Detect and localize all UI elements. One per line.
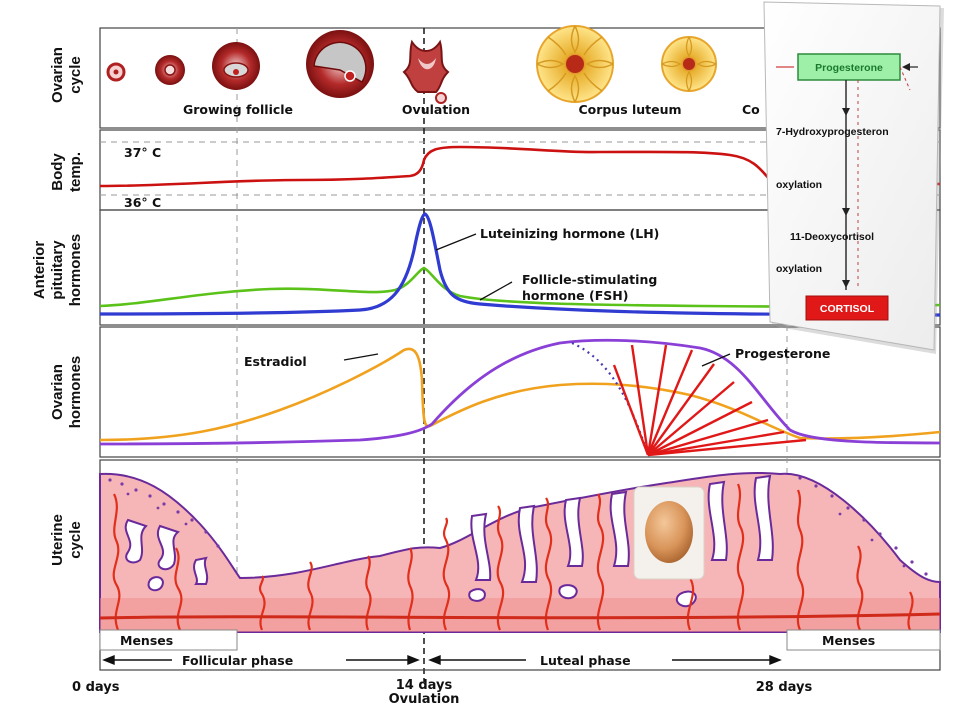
phase-bar: Menses Menses Follicular phase Luteal ph…	[99, 629, 941, 671]
label-fsh-line1: Follicle-stimulating	[522, 272, 657, 287]
inset-label-oxylation-2: oxylation	[776, 263, 822, 275]
corpus-luteum-small	[661, 36, 717, 92]
inset-label-oxylation-1: oxylation	[776, 179, 822, 191]
panel-ovarian-hormones	[99, 326, 941, 458]
inset-label-hydroxyprogesterone: 7-Hydroxyprogesteron	[776, 126, 889, 138]
row-label-uterine-cycle: Uterine cycle	[49, 514, 84, 566]
ovulation-follicle	[402, 39, 450, 104]
svg-text:cycle: cycle	[67, 521, 84, 559]
label-ovulation: Ovulation	[402, 102, 470, 117]
row-label-anterior-pituitary: Anterior pituitary hormones	[31, 234, 84, 307]
label-corpus-albicans-cut: Co	[742, 102, 760, 117]
label-14-days: 14 days	[396, 678, 453, 693]
ovarian-hormones-chart: Estradiol Progesterone	[99, 338, 941, 457]
fsh-curve	[99, 266, 941, 308]
myometrium-boundary	[99, 612, 941, 620]
endometrial-glands	[124, 474, 774, 608]
row-label-ovarian-hormones: Ovarian hormones	[49, 356, 84, 429]
estradiol-curve	[99, 347, 941, 442]
follicle-stage-4	[306, 30, 374, 98]
follicle-stage-3	[212, 42, 260, 90]
luteal-phase-arrow	[428, 654, 782, 666]
cortisol-box: CORTISOL	[805, 295, 889, 321]
svg-text:Body: Body	[49, 153, 66, 191]
label-growing-follicle: Growing follicle	[183, 102, 293, 117]
svg-text:temp.: temp.	[67, 152, 84, 192]
inset-label-cortisol: CORTISOL	[820, 303, 875, 315]
progesterone-hatching	[612, 344, 807, 457]
label-menses-left: Menses	[120, 633, 173, 648]
row-label-body-temp: Body temp.	[49, 152, 84, 192]
label-corpus-luteum: Corpus luteum	[578, 102, 681, 117]
pituitary-hormones-chart: Luteinizing hormone (LH) Follicle-stimul…	[99, 212, 941, 317]
panel-pituitary	[99, 209, 941, 326]
progesterone-decline-dotted	[571, 341, 650, 456]
svg-text:Uterine: Uterine	[49, 514, 66, 566]
label-luteal-phase: Luteal phase	[540, 653, 631, 668]
svg-text:Anterior: Anterior	[31, 241, 48, 300]
label-estradiol: Estradiol	[244, 354, 307, 369]
day-axis: 0 days 14 days Ovulation 28 days	[72, 678, 813, 707]
cortisol-pathway-inset: Progesterone 7-Hydroxyprogesteron oxylat…	[763, 1, 944, 354]
inset-label-progesterone: Progesterone	[815, 62, 883, 74]
menstrual-debris	[108, 476, 928, 576]
label-0-days: 0 days	[72, 680, 120, 695]
row-label-ovarian-cycle: Ovarian cycle	[49, 47, 84, 103]
svg-text:Ovarian: Ovarian	[49, 47, 66, 103]
menses-right-box	[786, 629, 941, 651]
svg-text:hormones: hormones	[67, 356, 84, 429]
egg-picture	[633, 486, 705, 580]
svg-text:pituitary: pituitary	[49, 240, 66, 300]
corpus-luteum-large	[536, 25, 614, 103]
label-36c: 36° C	[124, 195, 161, 210]
label-lh: Luteinizing hormone (LH)	[480, 226, 659, 241]
menses-left-box	[99, 629, 238, 651]
uterine-cycle-illustration	[99, 471, 941, 633]
inset-label-deoxycortisol: 11-Deoxycortisol	[790, 231, 874, 243]
svg-text:Ovarian: Ovarian	[49, 364, 66, 420]
svg-text:hormones: hormones	[67, 234, 84, 307]
label-fsh-line2: hormone (FSH)	[522, 288, 628, 303]
follicle-stage-2	[155, 55, 185, 85]
follicle-stage-1	[106, 62, 126, 82]
label-follicular-phase: Follicular phase	[182, 653, 293, 668]
progesterone-box: Progesterone	[797, 53, 901, 81]
panel-ovarian-cycle	[99, 27, 941, 129]
label-ovulation-axis: Ovulation	[389, 692, 460, 707]
label-28-days: 28 days	[756, 680, 813, 695]
follicular-phase-arrow	[102, 654, 420, 666]
svg-text:cycle: cycle	[67, 56, 84, 94]
label-progesterone: Progesterone	[735, 346, 830, 361]
label-37c: 37° C	[124, 145, 161, 160]
lh-curve	[99, 212, 941, 317]
label-menses-right: Menses	[822, 633, 875, 648]
ovarian-cycle-illustrations: Growing follicle Ovulation Corpus luteum…	[106, 25, 760, 117]
progesterone-curve	[99, 338, 941, 446]
